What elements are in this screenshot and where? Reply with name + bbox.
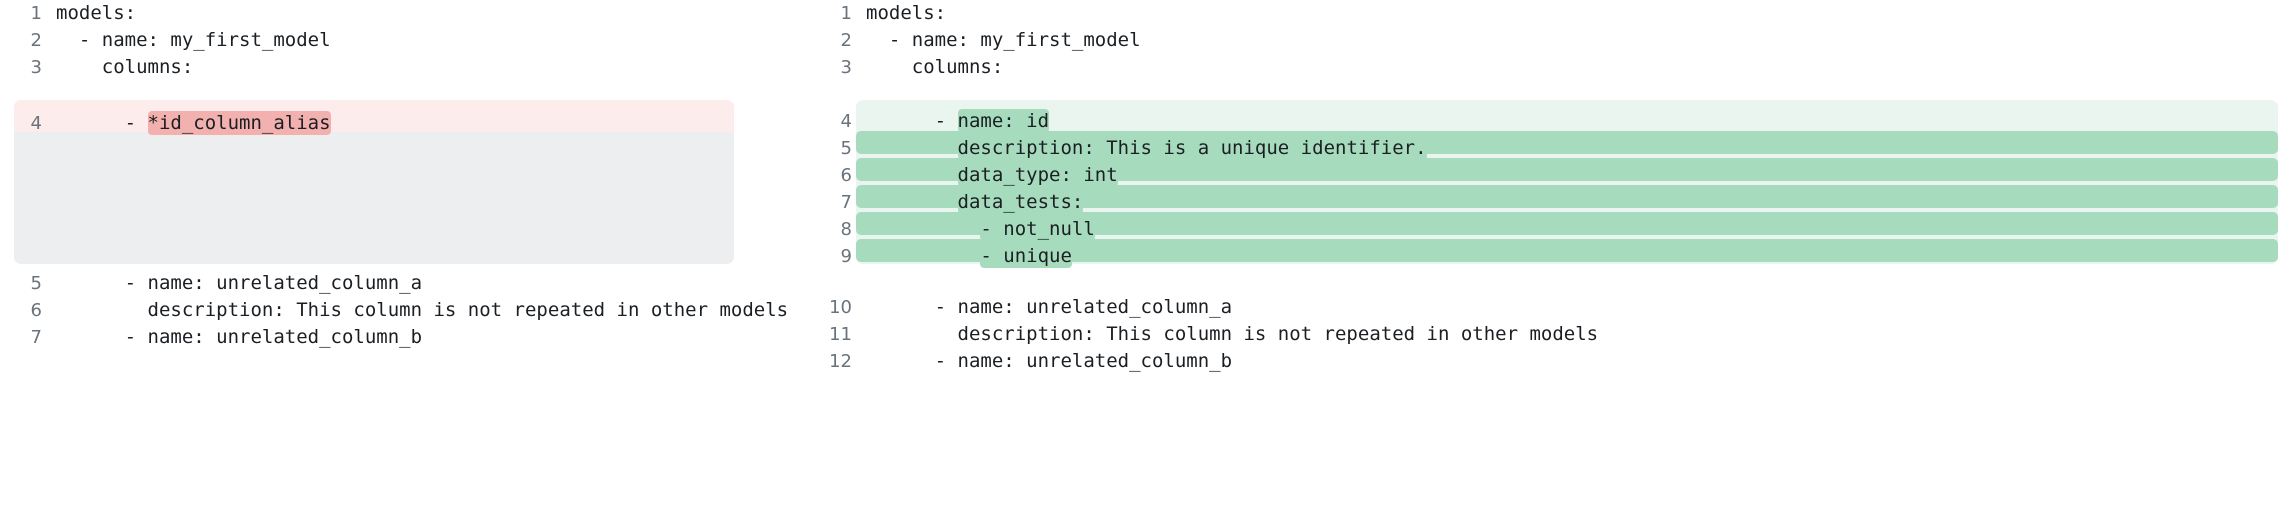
- line-prefix: [866, 245, 980, 267]
- added-token: - unique: [980, 244, 1072, 268]
- line-content: - name: unrelated_column_b: [56, 326, 423, 348]
- placeholder-row: [8, 219, 800, 246]
- line-number: 3: [840, 57, 852, 78]
- line-content: - name: my_first_model: [56, 29, 331, 51]
- line-content: description: This is a unique identifier…: [852, 135, 2278, 162]
- diff-pane-before: 1 models: 2 - name: my_first_model 3 col…: [0, 0, 800, 528]
- line-number: 10: [829, 297, 852, 318]
- code-line-row[interactable]: 2 - name: my_first_model: [8, 27, 800, 54]
- line-number: 2: [30, 30, 42, 51]
- line-prefix: -: [866, 110, 958, 132]
- line-content: - name: unrelated_column_a: [866, 296, 1233, 318]
- blank-row: [8, 81, 800, 108]
- line-content: - not_null: [852, 216, 2278, 243]
- line-number: 12: [829, 351, 852, 372]
- line-number: 9: [840, 246, 852, 267]
- placeholder-row: [8, 165, 800, 192]
- line-content: description: This column is not repeated…: [56, 299, 789, 321]
- code-line-row[interactable]: 3 columns:: [808, 54, 2278, 81]
- added-row-band: [856, 212, 2278, 235]
- code-line-row-added[interactable]: 5 description: This is a unique identifi…: [808, 135, 2278, 162]
- code-line-row[interactable]: 10 - name: unrelated_column_a: [808, 294, 2278, 321]
- code-line-row-added[interactable]: 9 - unique: [808, 243, 2278, 270]
- code-line-row[interactable]: 6 description: This column is not repeat…: [8, 297, 800, 324]
- added-token: data_type: int: [957, 163, 1118, 187]
- added-row-band: [856, 185, 2278, 208]
- code-lines-before: 1 models: 2 - name: my_first_model 3 col…: [8, 0, 800, 351]
- line-number: 1: [30, 3, 42, 24]
- code-line-row[interactable]: 1 models:: [8, 0, 800, 27]
- blank-row: [808, 81, 2278, 108]
- line-prefix: -: [56, 111, 148, 134]
- deleted-token: *id_column_alias: [147, 110, 331, 135]
- line-prefix: [866, 164, 958, 186]
- line-content: - name: unrelated_column_a: [56, 272, 423, 294]
- placeholder-row: [8, 246, 800, 270]
- code-lines-after: 1 models: 2 - name: my_first_model 3 col…: [808, 0, 2278, 375]
- line-content: description: This column is not repeated…: [866, 323, 1599, 345]
- line-number: 3: [30, 57, 42, 78]
- code-line-row[interactable]: 2 - name: my_first_model: [808, 27, 2278, 54]
- line-number: 2: [840, 30, 852, 51]
- line-content: models:: [866, 2, 947, 24]
- added-row-band: [856, 239, 2278, 262]
- line-content: - name: my_first_model: [866, 29, 1141, 51]
- added-token: name: id: [957, 109, 1050, 133]
- line-number: 5: [840, 138, 852, 159]
- line-content: columns:: [866, 56, 1004, 78]
- line-content: data_tests:: [852, 189, 2278, 216]
- line-prefix: [866, 191, 958, 213]
- code-line-row[interactable]: 3 columns:: [8, 54, 800, 81]
- line-number: 5: [30, 273, 42, 294]
- line-number: 7: [840, 192, 852, 213]
- placeholder-row: [8, 138, 800, 165]
- diff-pane-after: 1 models: 2 - name: my_first_model 3 col…: [800, 0, 2278, 528]
- line-number: 11: [829, 324, 852, 345]
- line-number: 4: [840, 111, 852, 132]
- line-number: 6: [30, 300, 42, 321]
- line-number: 4: [30, 112, 42, 134]
- line-number: 1: [840, 3, 852, 24]
- deleted-block-background: [14, 100, 734, 132]
- code-line-row[interactable]: 5 - name: unrelated_column_a: [8, 270, 800, 297]
- code-line-row[interactable]: 7 - name: unrelated_column_b: [8, 324, 800, 351]
- added-token: data_tests:: [957, 190, 1084, 214]
- code-line-row[interactable]: 1 models:: [808, 0, 2278, 27]
- code-line-row-added[interactable]: 6 data_type: int: [808, 162, 2278, 189]
- line-number: 7: [30, 327, 42, 348]
- line-content: - unique: [852, 243, 2278, 270]
- line-number: 8: [840, 219, 852, 240]
- line-content: models:: [56, 2, 137, 24]
- line-prefix: [866, 218, 980, 240]
- line-content: data_type: int: [852, 162, 2278, 189]
- code-line-row-added[interactable]: 4 - name: id: [808, 108, 2278, 135]
- line-content: - name: unrelated_column_b: [866, 350, 1233, 372]
- blank-row: [808, 270, 2278, 294]
- code-line-row[interactable]: 12 - name: unrelated_column_b: [808, 348, 2278, 375]
- code-line-row-added[interactable]: 7 data_tests:: [808, 189, 2278, 216]
- line-number: 6: [840, 165, 852, 186]
- line-content: - name: id: [852, 108, 2278, 135]
- added-token: description: This is a unique identifier…: [957, 136, 1427, 160]
- code-line-row[interactable]: 11 description: This column is not repea…: [808, 321, 2278, 348]
- collapsed-placeholder-block: [14, 132, 734, 264]
- added-row-band: [856, 158, 2278, 181]
- added-token: - not_null: [980, 217, 1095, 241]
- placeholder-row: [8, 192, 800, 219]
- line-content: - *id_column_alias: [42, 110, 800, 137]
- code-line-row-added[interactable]: 8 - not_null: [808, 216, 2278, 243]
- line-prefix: [866, 137, 958, 159]
- line-content: columns:: [56, 56, 194, 78]
- code-line-row-deleted[interactable]: 4 - *id_column_alias: [8, 108, 800, 138]
